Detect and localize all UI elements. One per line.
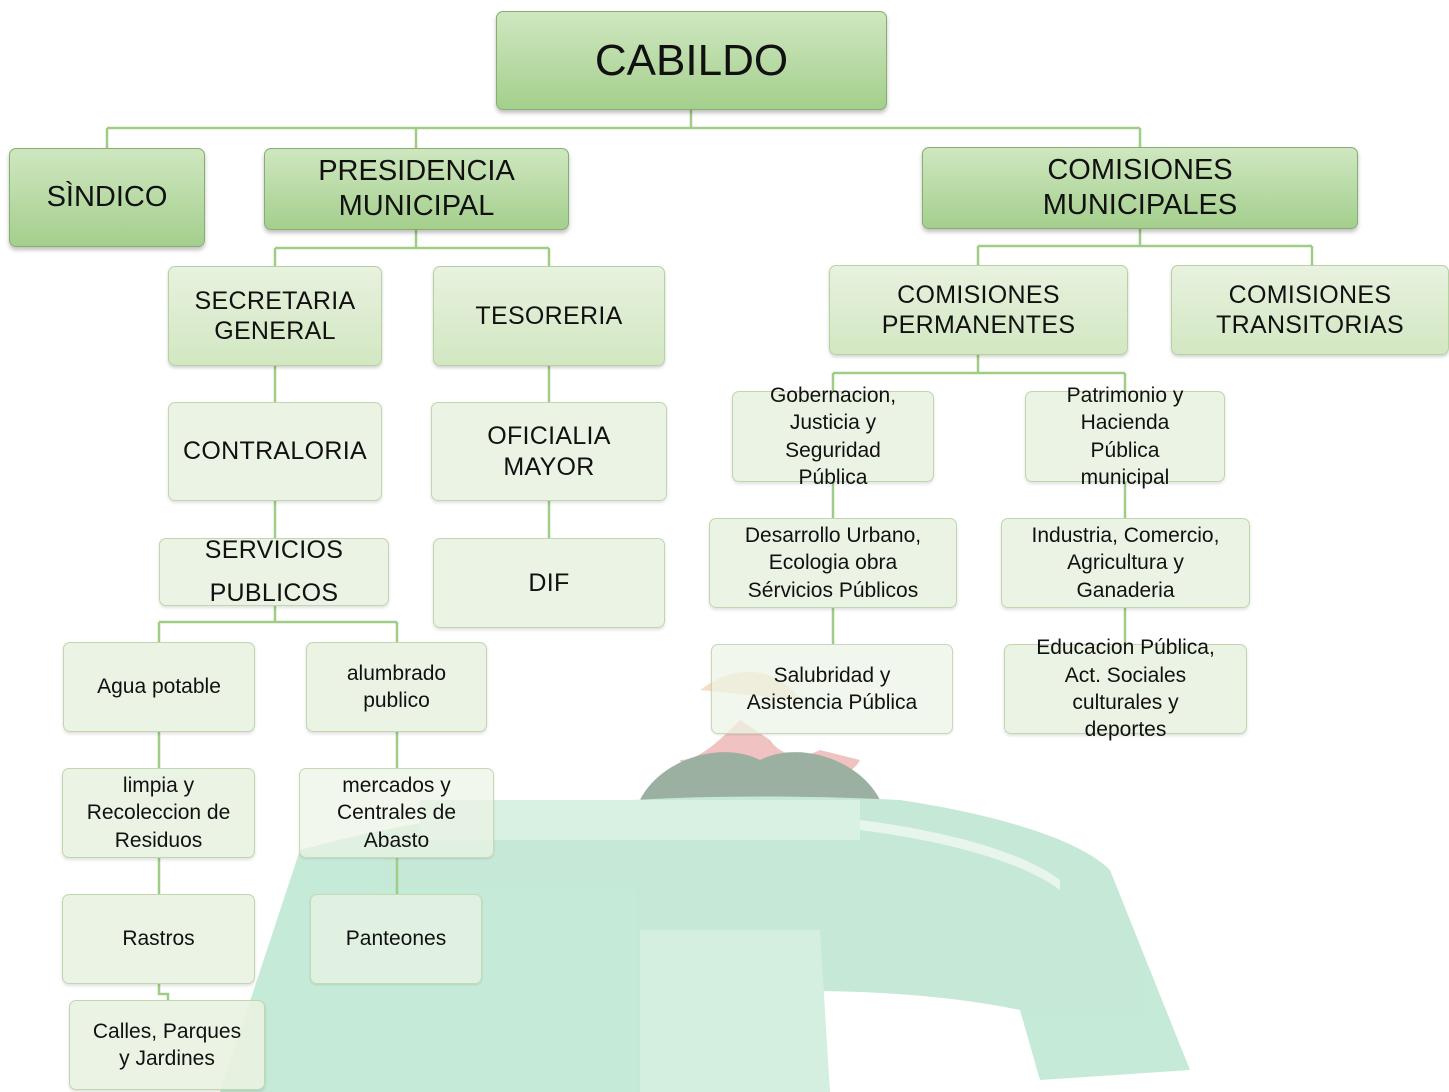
node-comisiones-permanentes: COMISIONES PERMANENTES [829,265,1128,355]
node-agua-potable: Agua potable [63,642,255,732]
node-oficialia-mayor: OFICIALIA MAYOR [431,402,667,501]
node-servicios-publicos: SERVICIOS PUBLICOS [159,536,389,607]
node-rastros: Rastros [62,894,255,984]
node-contraloria: CONTRALORIA [168,402,382,501]
node-desarrollo-urbano: Desarrollo Urbano, Ecologia obra Sérvici… [709,518,957,608]
node-presidencia-municipal: PRESIDENCIA MUNICIPAL [264,148,569,230]
node-salubridad: Salubridad y Asistencia Pública [711,644,953,734]
node-comisiones-transitorias: COMISIONES TRANSITORIAS [1171,265,1449,355]
node-limpia-recoleccion: limpia y Recoleccion de Residuos [62,768,255,858]
node-industria-comercio: Industria, Comercio, Agricultura y Ganad… [1001,518,1250,608]
node-educacion-publica: Educacion Pública, Act. Sociales cultura… [1004,636,1247,741]
node-dif: DIF [433,538,665,628]
node-calles-parques: Calles, Parques y Jardines [69,1000,265,1090]
node-gobernacion: Gobernacion, Justicia y Seguridad Públic… [732,384,934,489]
node-secretaria-general: SECRETARIA GENERAL [168,266,382,366]
node-patrimonio: Patrimonio y Hacienda Pública municipal [1025,384,1225,489]
node-comisiones-municipales: COMISIONES MUNICIPALES [922,147,1358,229]
node-sindico: SÌNDICO [9,148,205,247]
node-panteones: Panteones [310,894,482,984]
node-cabildo: CABILDO [496,11,887,110]
node-mercados-abasto: mercados y Centrales de Abasto [299,768,494,858]
node-alumbrado-publico: alumbrado publico [306,642,487,732]
node-tesoreria: TESORERIA [433,266,665,366]
